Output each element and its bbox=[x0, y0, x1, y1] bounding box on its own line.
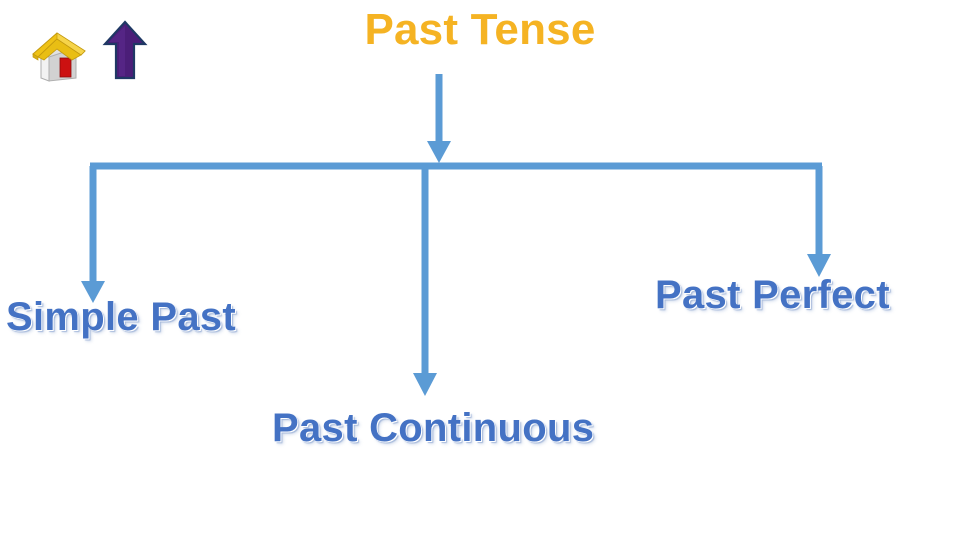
page-title: Past Tense bbox=[364, 5, 596, 54]
branch-label-past-continuous: Past Continuous bbox=[271, 406, 595, 450]
up-arrow-icon[interactable] bbox=[100, 18, 150, 82]
branch-label-past-perfect: Past Perfect bbox=[654, 273, 890, 317]
home-icon[interactable] bbox=[24, 24, 90, 84]
branch-label-simple-past: Simple Past bbox=[5, 295, 237, 339]
